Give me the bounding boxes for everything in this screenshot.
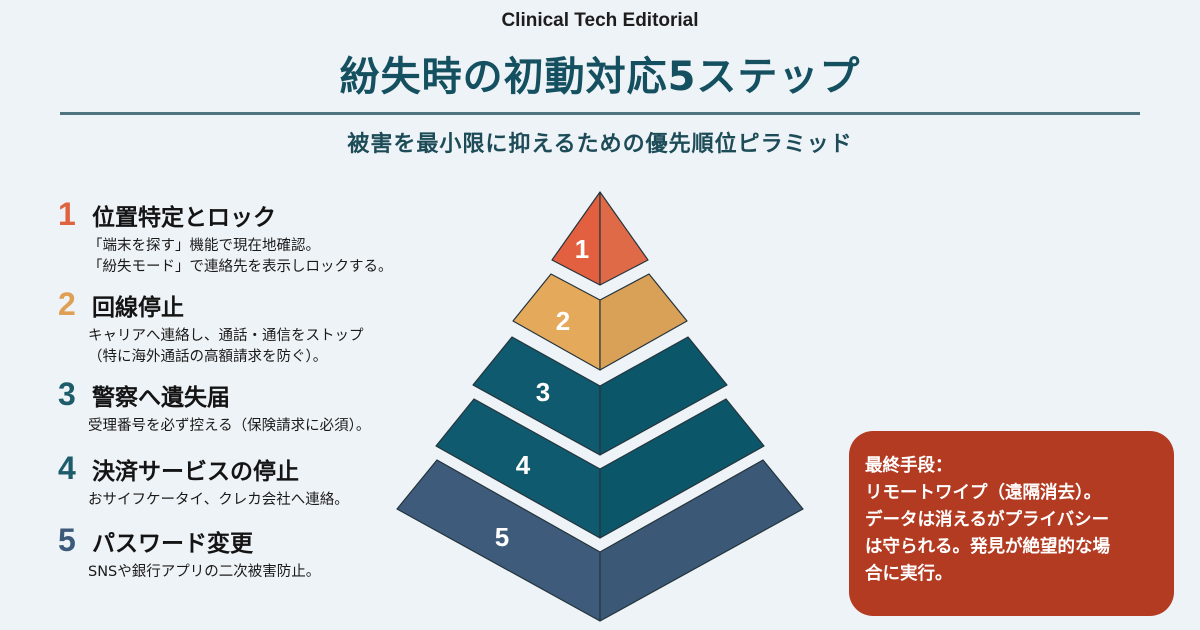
tier-label-3: 3	[536, 377, 550, 407]
pyramid-tier-3	[472, 336, 728, 456]
step-description: SNSや銀行アプリの二次被害防止。	[88, 564, 321, 580]
pyramid-tier-4	[435, 398, 765, 539]
step-title: 位置特定とロック	[92, 205, 276, 231]
callout-text-line: データは消えるがプライバシー	[865, 510, 1110, 530]
callout-text-line: は守られる。発見が絶望的な場	[865, 537, 1110, 557]
callout-heading: 最終手段：	[865, 456, 953, 476]
page-title: 紛失時の初動対応5ステップ	[339, 54, 861, 100]
pyramid-tier-1	[551, 191, 649, 286]
step-item-2: 2 回線停止 キャリアへ連絡し、通話・通信をストップ （特に海外通話の高額請求を…	[58, 286, 364, 368]
tier-label-2: 2	[556, 306, 570, 336]
step-number: 5	[58, 522, 76, 558]
title-divider	[60, 112, 1140, 115]
tier-label-5: 5	[495, 522, 509, 552]
callout-text-line: 合に実行。	[865, 564, 953, 584]
step-title: 警察へ遺失届	[92, 385, 230, 411]
step-description: おサイフケータイ、クレカ会社へ連絡。	[88, 492, 349, 508]
tier-label-1: 1	[575, 234, 589, 264]
final-resort-callout: 最終手段： リモートワイプ（遠隔消去）。 データは消えるがプライバシー は守られ…	[849, 431, 1174, 616]
step-item-1: 1 位置特定とロック 「端末を探す」機能で現在地確認。 「紛失モード」で連絡先を…	[58, 196, 393, 278]
step-item-3: 3 警察へ遺失届 受理番号を必ず控える（保険請求に必須）。	[58, 376, 370, 437]
pyramid-tier-2	[512, 273, 688, 371]
step-title: 決済サービスの停止	[92, 459, 299, 485]
step-title: 回線停止	[92, 295, 184, 321]
step-number: 1	[58, 196, 76, 232]
step-title: パスワード変更	[92, 531, 253, 557]
callout-text-line: リモートワイプ（遠隔消去）。	[865, 483, 1102, 503]
step-description: 受理番号を必ず控える（保険請求に必須）。	[88, 418, 371, 434]
step-item-4: 4 決済サービスの停止 おサイフケータイ、クレカ会社へ連絡。	[58, 450, 349, 511]
brand-label: Clinical Tech Editorial	[501, 10, 699, 31]
step-item-5: 5 パスワード変更 SNSや銀行アプリの二次被害防止。	[58, 522, 320, 583]
step-number: 4	[58, 450, 76, 486]
page-subtitle: 被害を最小限に抑えるための優先順位ピラミッド	[347, 132, 853, 157]
step-number: 3	[58, 376, 76, 412]
step-description: 「端末を探す」機能で現在地確認。 「紛失モード」で連絡先を表示しロックする。	[88, 238, 393, 275]
step-description: キャリアへ連絡し、通話・通信をストップ （特に海外通話の高額請求を防ぐ）。	[88, 328, 364, 365]
pyramid-tier-5	[396, 459, 804, 622]
tier-label-4: 4	[516, 450, 531, 480]
step-number: 2	[58, 286, 76, 322]
